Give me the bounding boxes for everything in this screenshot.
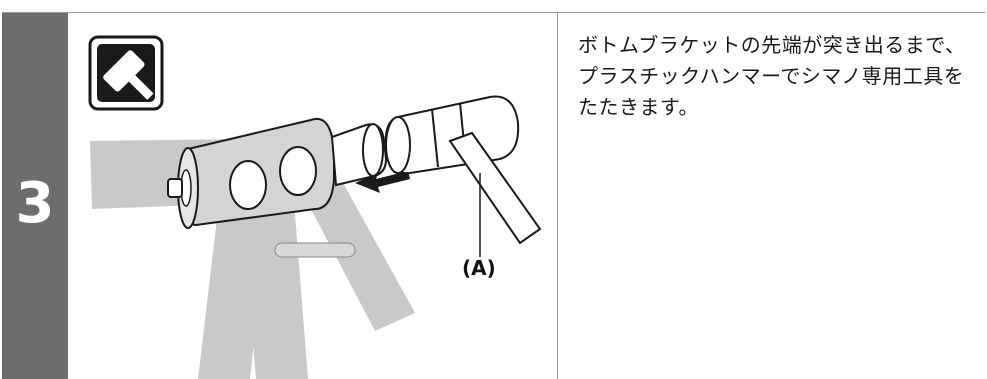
instruction-text: ボトムブラケットの先端が突き出るまで、プラスチックハンマーでシマノ専用工具をたた… <box>578 33 966 119</box>
step-number: 3 <box>15 171 55 236</box>
top-rule <box>2 12 985 13</box>
bicycle-frame <box>90 117 415 379</box>
arrow-left-icon <box>355 171 410 193</box>
step-bar <box>2 13 68 379</box>
column-divider <box>557 13 558 379</box>
bottom-bracket-illustration: (A) <box>88 35 542 379</box>
mallet-icon <box>88 35 164 111</box>
shimano-tool <box>330 123 388 187</box>
callout-label-a: (A) <box>462 256 496 280</box>
plastic-hammer <box>384 95 542 245</box>
